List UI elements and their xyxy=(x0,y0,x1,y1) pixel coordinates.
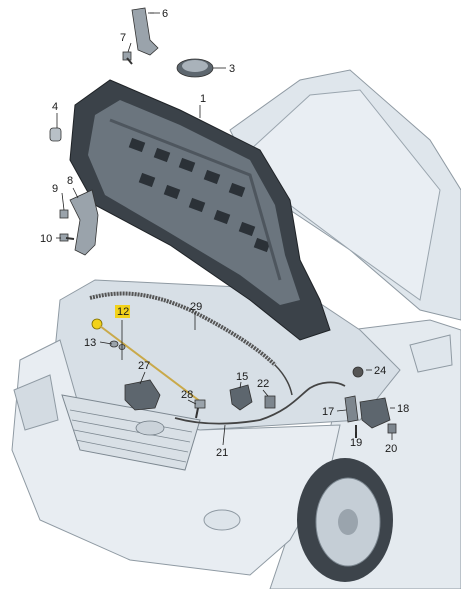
callout-15: 15 xyxy=(236,371,248,383)
leader-lines xyxy=(56,12,395,446)
emblem-part[interactable] xyxy=(176,58,214,78)
release-cable-part[interactable] xyxy=(174,381,346,425)
callout-21: 21 xyxy=(216,447,228,459)
hood-hinge-part[interactable] xyxy=(69,189,99,256)
release-lever-part[interactable] xyxy=(229,384,253,411)
hinge-bracket-part[interactable] xyxy=(131,7,159,56)
callout-6: 6 xyxy=(162,8,168,20)
callout-1: 1 xyxy=(200,93,206,105)
callout-20: 20 xyxy=(385,443,397,455)
callout-7: 7 xyxy=(120,32,126,44)
bolt-part-10[interactable] xyxy=(59,233,75,242)
front-badge xyxy=(135,420,165,436)
car-body xyxy=(11,69,461,589)
clip-part-22[interactable] xyxy=(264,395,276,409)
callout-22: 22 xyxy=(257,378,269,390)
grommet-part[interactable] xyxy=(352,366,364,378)
callout-10: 10 xyxy=(40,233,52,245)
callout-13: 13 xyxy=(84,337,96,349)
handle-bracket-part[interactable] xyxy=(359,397,391,429)
callout-19: 19 xyxy=(350,437,362,449)
release-handle-part[interactable] xyxy=(344,395,359,423)
hood-lock-part[interactable] xyxy=(124,379,161,411)
nut-part-9[interactable] xyxy=(59,209,69,219)
hood-prop-rod-part[interactable] xyxy=(91,318,206,406)
callout-9: 9 xyxy=(52,183,58,195)
callout-29: 29 xyxy=(190,301,202,313)
callout-24: 24 xyxy=(374,365,386,377)
callout-8: 8 xyxy=(67,175,73,187)
callout-12: 12 xyxy=(117,306,129,318)
side-mirror xyxy=(409,334,453,373)
callout-28: 28 xyxy=(181,389,193,401)
callout-4: 4 xyxy=(52,101,58,113)
callout-17: 17 xyxy=(322,406,334,418)
hood-panel[interactable] xyxy=(69,79,331,341)
clip-part-20[interactable] xyxy=(387,423,397,434)
bolt-part-7[interactable] xyxy=(122,51,133,65)
seal-strip-part[interactable] xyxy=(89,291,277,367)
callout-27: 27 xyxy=(138,360,150,372)
fog-light xyxy=(203,509,241,531)
callout-18: 18 xyxy=(397,403,409,415)
left-headlight xyxy=(13,374,59,431)
front-wheel xyxy=(297,458,393,582)
front-grille xyxy=(61,394,201,471)
callout-12-highlight xyxy=(115,305,130,318)
callout-3: 3 xyxy=(229,63,235,75)
callout-labels: 1 3 4 6 7 8 9 10 12 13 15 17 18 19 20 21… xyxy=(40,8,409,459)
bolt-part-28[interactable] xyxy=(194,399,206,419)
cap-part[interactable] xyxy=(49,127,62,142)
